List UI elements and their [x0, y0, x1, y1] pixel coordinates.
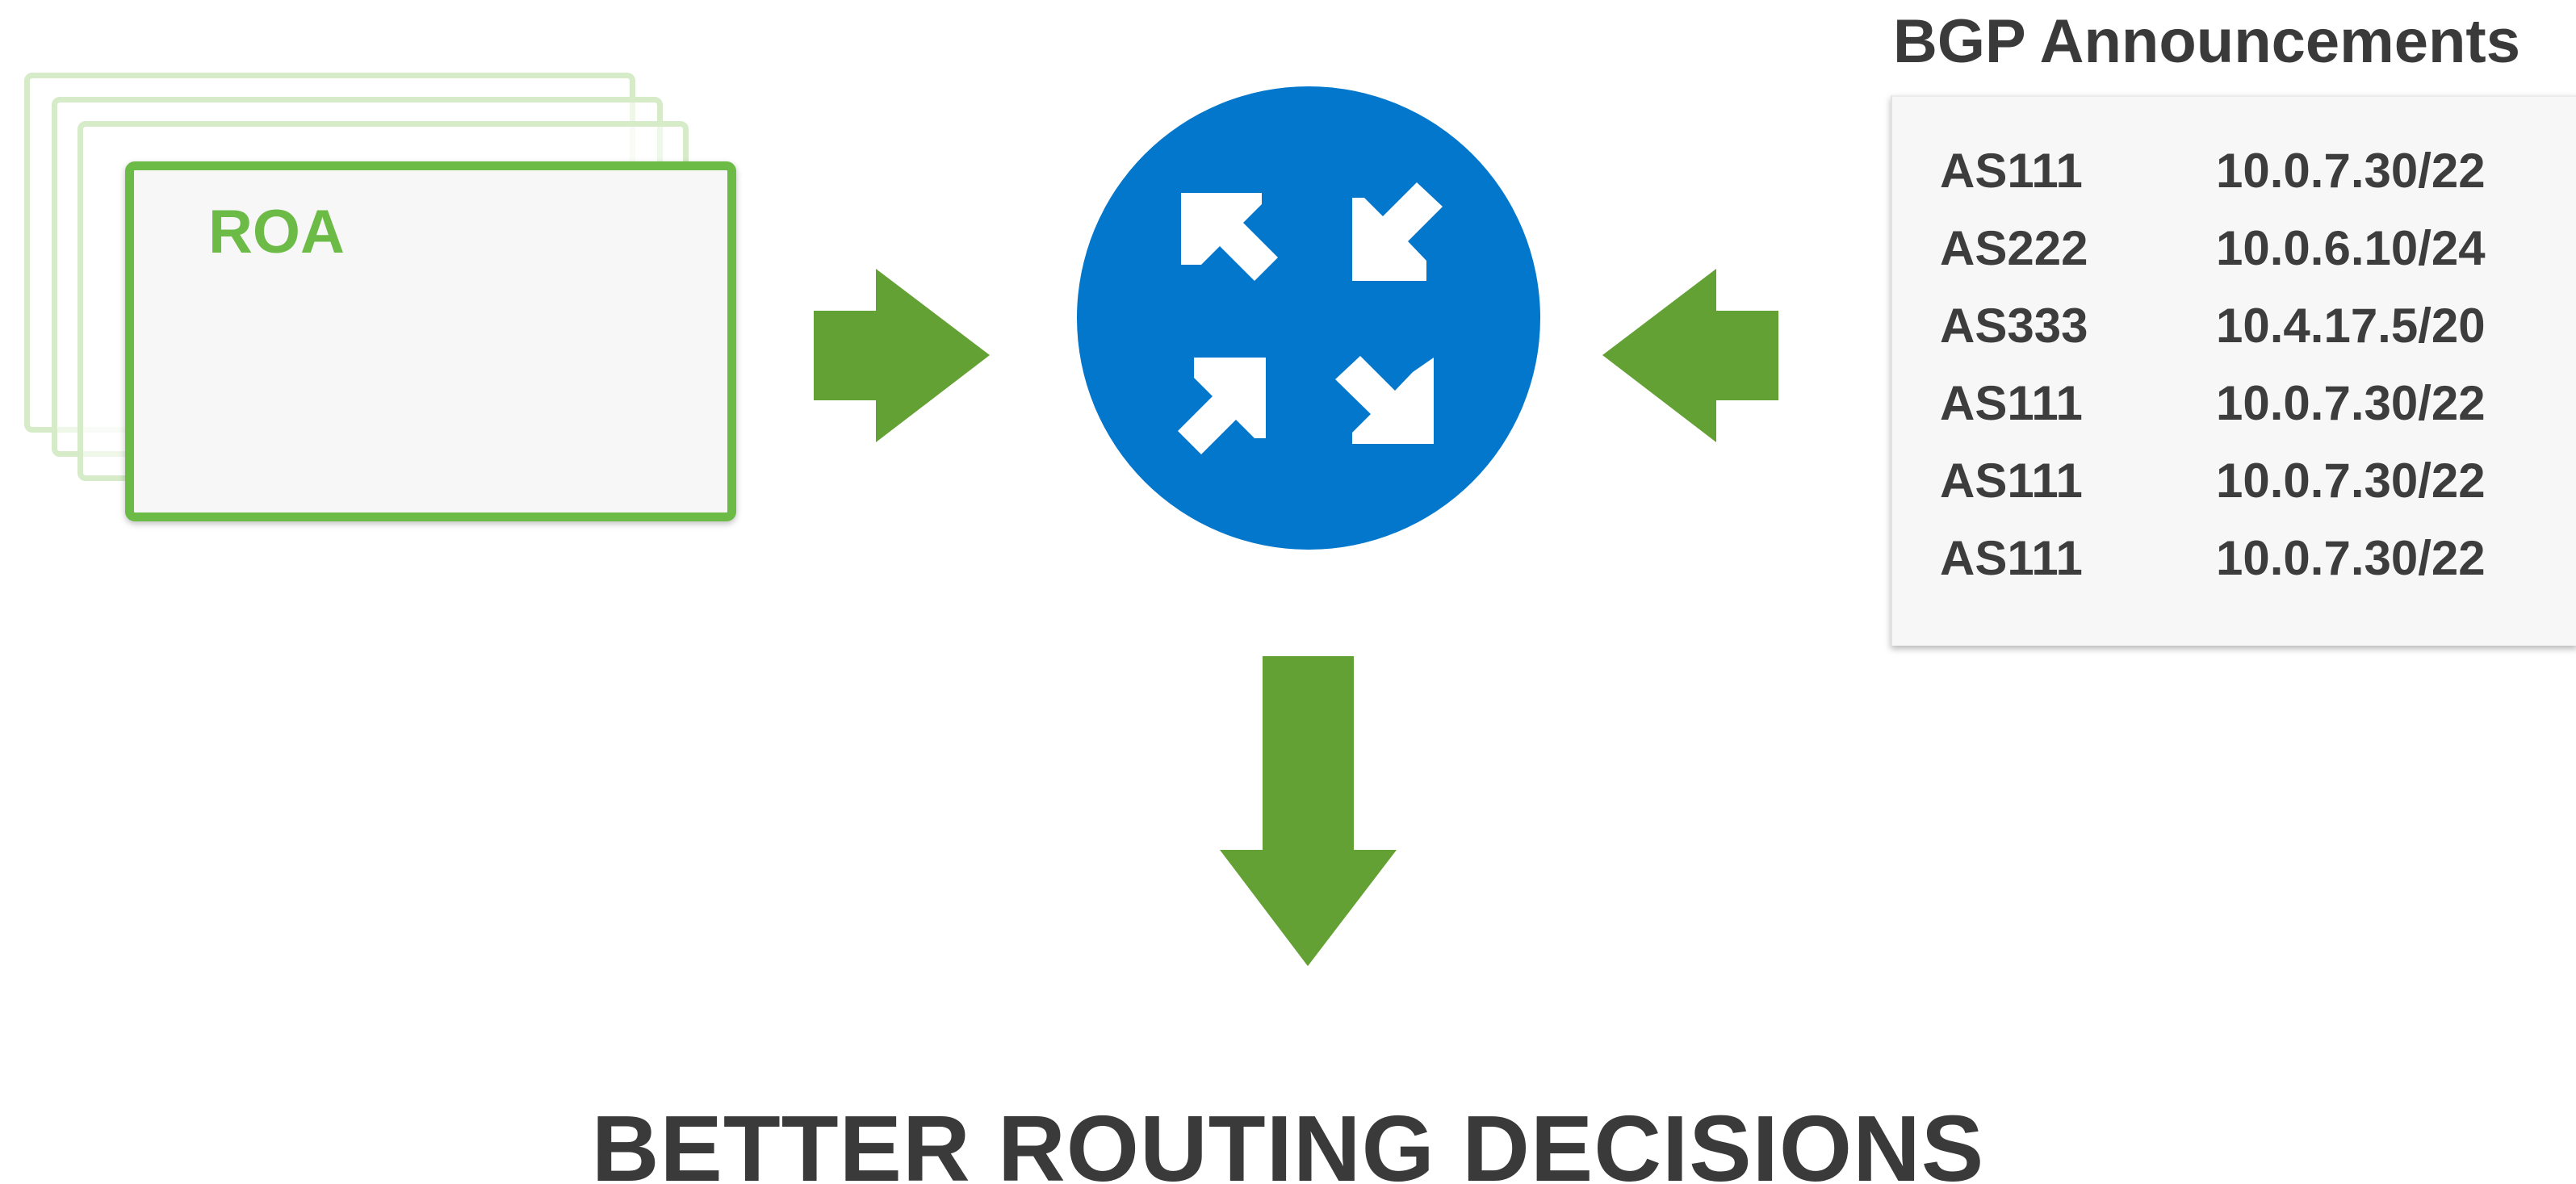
bgp-as: AS111 — [1940, 144, 2083, 198]
bgp-as: AS333 — [1940, 299, 2088, 353]
bgp-prefix: 10.0.6.10/24 — [2216, 221, 2486, 275]
bgp-prefix: 10.4.17.5/20 — [2216, 299, 2486, 353]
bgp-prefix: 10.0.7.30/22 — [2216, 376, 2486, 430]
bgp-as: AS111 — [1940, 376, 2083, 430]
footer-title: BETTER ROUTING DECISIONS — [591, 1096, 1985, 1184]
bgp-as: AS111 — [1940, 454, 2083, 508]
bgp-prefix: 10.0.7.30/22 — [2216, 454, 2486, 508]
arrow-outward-bottom-right-icon — [1335, 356, 1434, 444]
bgp-row: AS333 10.4.17.5/20 — [1940, 294, 2486, 358]
bgp-title: BGP Announcements — [1893, 7, 2520, 76]
bgp-prefix: 10.0.7.30/22 — [2216, 144, 2486, 198]
arrow-right-icon — [814, 269, 990, 442]
arrow-outward-top-left-icon — [1181, 193, 1278, 281]
bgp-panel — [1891, 95, 2576, 646]
router-icon — [1077, 86, 1540, 550]
roa-label: ROA — [208, 198, 345, 266]
bgp-row: AS222 10.0.6.10/24 — [1940, 216, 2486, 281]
bgp-row: AS111 10.0.7.30/22 — [1940, 449, 2486, 513]
bgp-row: AS111 10.0.7.30/22 — [1940, 139, 2486, 203]
roa-card — [125, 161, 736, 521]
arrow-inward-top-right-icon — [1352, 182, 1443, 281]
arrow-down-icon — [1220, 656, 1397, 966]
bgp-as: AS111 — [1940, 531, 2083, 585]
bgp-row: AS111 10.0.7.30/22 — [1940, 371, 2486, 436]
arrow-outward-bottom-left-icon — [1178, 358, 1266, 454]
arrow-left-icon — [1602, 269, 1778, 442]
bgp-as: AS222 — [1940, 221, 2088, 275]
bgp-prefix: 10.0.7.30/22 — [2216, 531, 2486, 585]
bgp-row: AS111 10.0.7.30/22 — [1940, 526, 2486, 591]
